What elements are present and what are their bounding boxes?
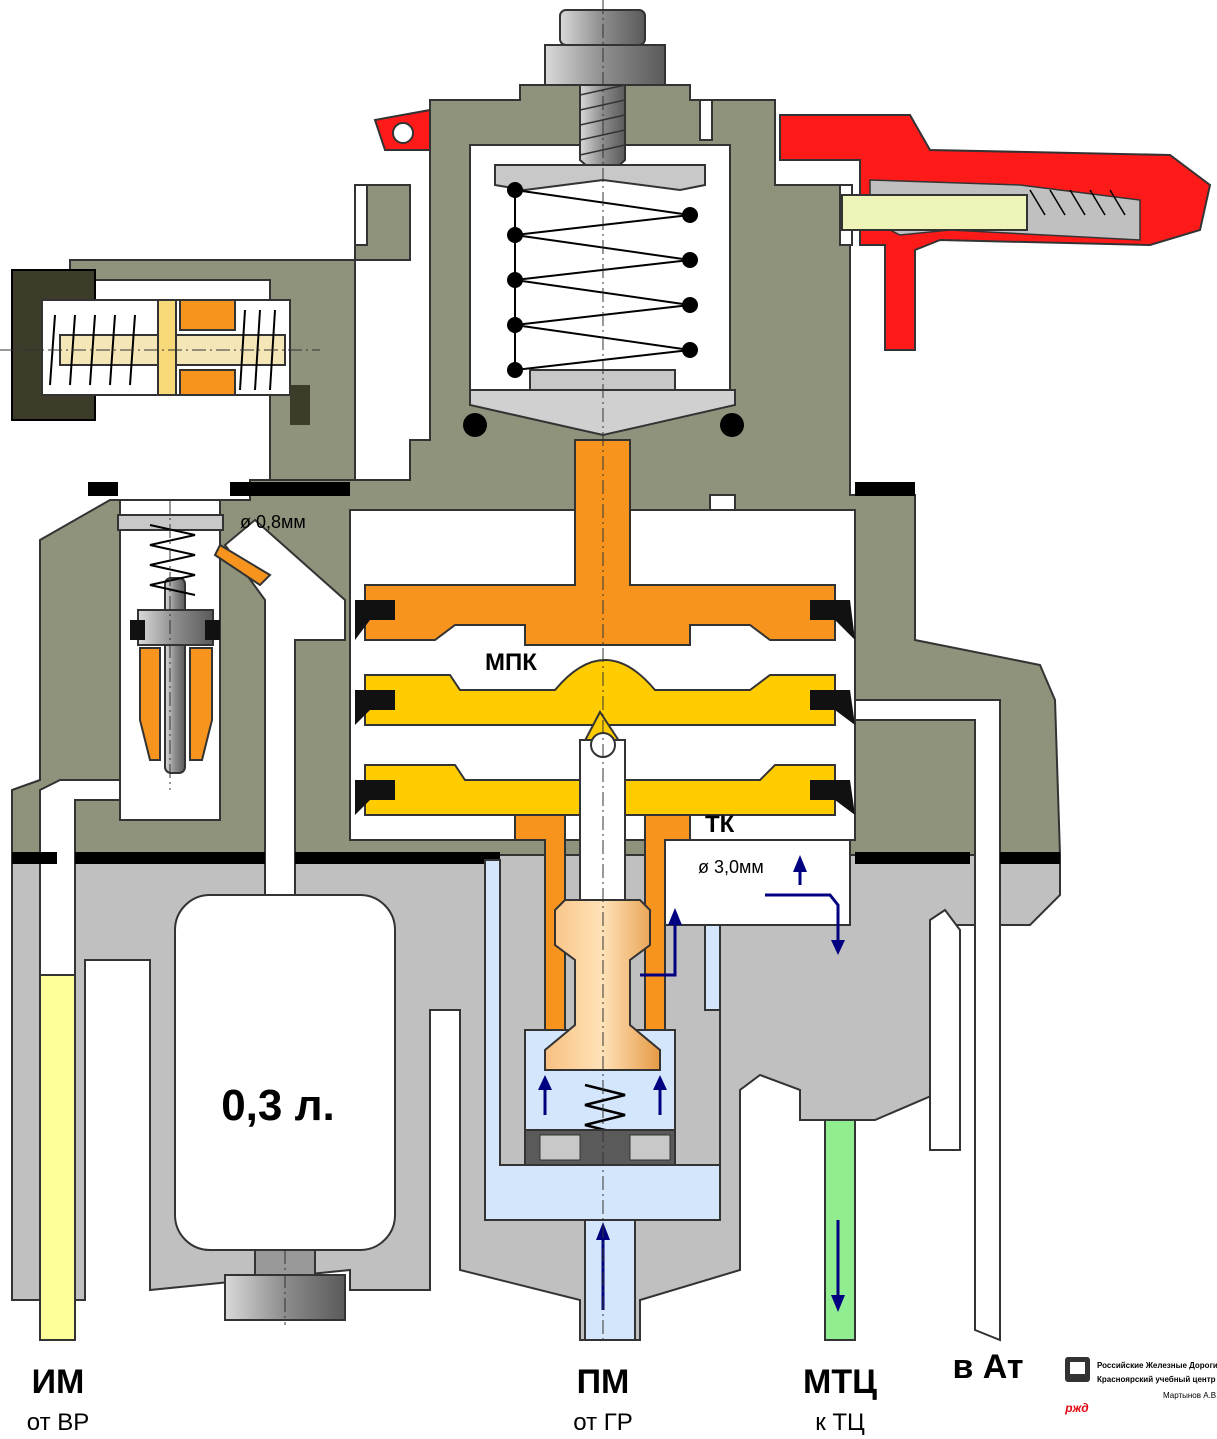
rzd-logo: ржд [1064,1357,1090,1415]
tk-label: ТК [705,811,735,838]
spring-upper-plate [494,164,706,192]
port-im-desc: от ВР [27,1409,90,1436]
lower-plug [524,1129,676,1166]
center-lines [0,0,604,1340]
port-lines [39,974,856,1341]
spring-coils [507,182,698,378]
orifice-large-label: ø 3,0мм [698,857,764,877]
port-pm-desc: от ГР [573,1409,632,1436]
author-credit: Мартынов А.В. [1163,1391,1217,1400]
lower-spring [584,1083,626,1137]
volume-label: 0,3 л. [221,1081,335,1130]
piston-seals [355,600,855,815]
port-im-name: ИМ [32,1363,85,1401]
pilot-valve [117,514,272,774]
org-line-1: Российские Железные Дороги [1097,1361,1217,1370]
port-at-name: в Ат [952,1348,1023,1386]
port-mtc-desc: к ТЦ [815,1409,865,1436]
check-valve-assembly [11,269,310,425]
svg-text:ржд: ржд [1064,1401,1088,1415]
mpk-label: МПК [485,649,537,676]
port-mtc-name: МТЦ [803,1363,877,1401]
orifice-small-label: ø 0,8мм [240,512,306,532]
relay-piston-mpk [364,659,836,726]
gaskets [12,482,1060,864]
release-handle [373,108,1212,351]
org-line-2: Красноярский учебный центр [1097,1375,1216,1384]
port-pm-name: ПМ [577,1363,630,1401]
